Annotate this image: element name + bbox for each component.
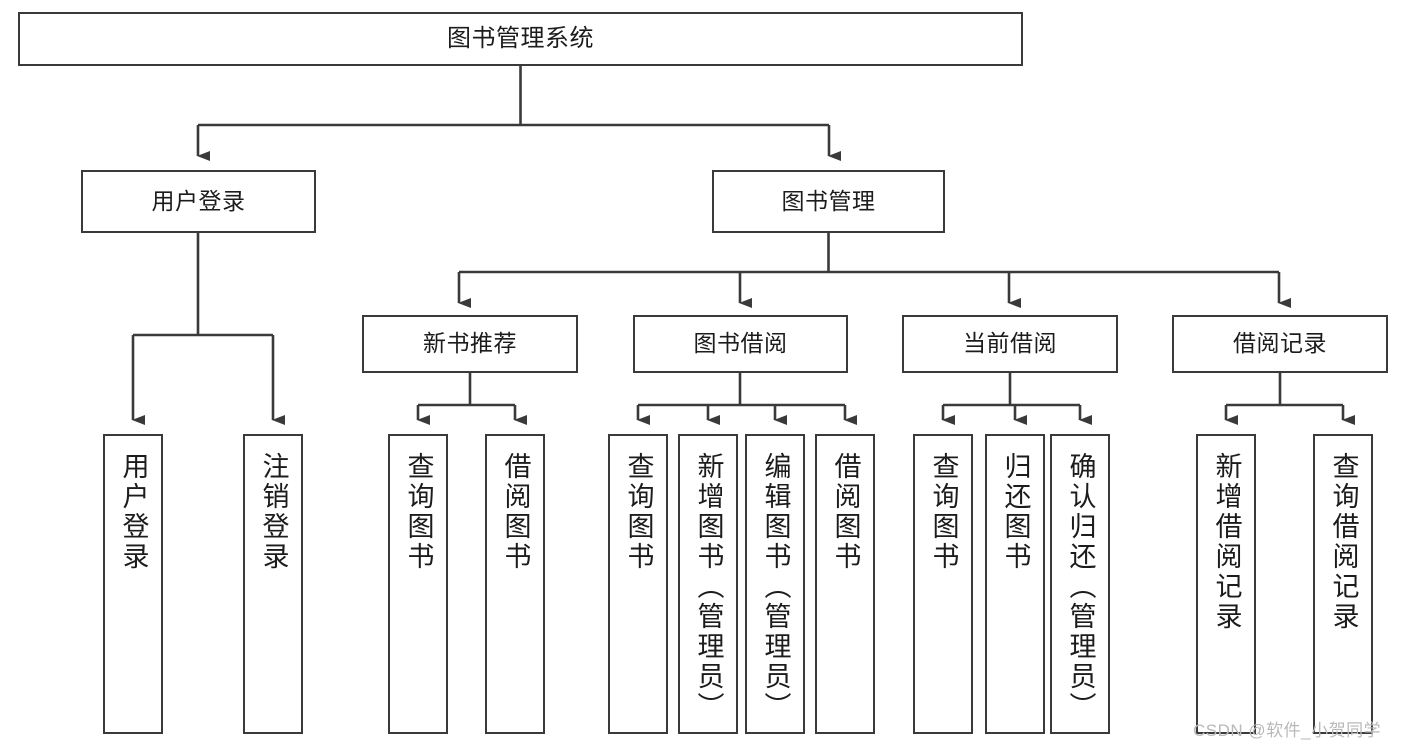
leaf-edit-book-admin[interactable]: 编辑图书（管理员） <box>745 434 805 734</box>
node-label: 注销登录 <box>258 452 289 572</box>
leaf-query-book-current[interactable]: 查询图书 <box>913 434 973 734</box>
leaf-logout[interactable]: 注销登录 <box>243 434 303 734</box>
leaf-borrow-book-recommendation[interactable]: 借阅图书 <box>485 434 545 734</box>
node-root-system[interactable]: 图书管理系统 <box>18 12 1023 66</box>
node-book-borrowing[interactable]: 图书借阅 <box>633 315 848 373</box>
node-label: 查询图书 <box>403 452 434 572</box>
leaf-query-borrow-record[interactable]: 查询借阅记录 <box>1313 434 1373 734</box>
node-label: 确认归还（管理员） <box>1065 452 1096 722</box>
node-label: 图书管理 <box>781 187 876 214</box>
leaf-confirm-return-admin[interactable]: 确认归还（管理员） <box>1050 434 1110 734</box>
csdn-watermark: CSDN @软件_小贺同学 <box>1193 721 1382 740</box>
node-label: 归还图书 <box>1000 452 1031 572</box>
leaf-add-book-admin[interactable]: 新增图书（管理员） <box>678 434 738 734</box>
node-label: 用户登录 <box>118 452 149 572</box>
node-label: 图书借阅 <box>693 330 788 357</box>
node-label: 新书推荐 <box>423 330 517 357</box>
node-label: 编辑图书（管理员） <box>760 452 791 722</box>
node-label: 查询图书 <box>623 452 654 572</box>
node-label: 用户登录 <box>151 187 246 214</box>
node-label: 查询图书 <box>928 452 959 572</box>
node-label: 借阅记录 <box>1233 330 1327 357</box>
node-label: 新增图书（管理员） <box>693 452 724 722</box>
node-label: 图书管理系统 <box>447 24 594 52</box>
node-book-management[interactable]: 图书管理 <box>712 170 945 233</box>
node-borrow-records[interactable]: 借阅记录 <box>1172 315 1388 373</box>
leaf-user-login[interactable]: 用户登录 <box>103 434 163 734</box>
leaf-return-book[interactable]: 归还图书 <box>985 434 1045 734</box>
node-label: 新增借阅记录 <box>1211 452 1242 632</box>
node-label: 借阅图书 <box>500 452 531 572</box>
node-user-login[interactable]: 用户登录 <box>81 170 316 233</box>
leaf-borrow-book[interactable]: 借阅图书 <box>815 434 875 734</box>
leaf-query-book-recommendation[interactable]: 查询图书 <box>388 434 448 734</box>
leaf-add-borrow-record[interactable]: 新增借阅记录 <box>1196 434 1256 734</box>
node-label: 借阅图书 <box>830 452 861 572</box>
node-new-book-recommendation[interactable]: 新书推荐 <box>362 315 578 373</box>
node-current-borrowing[interactable]: 当前借阅 <box>902 315 1118 373</box>
leaf-query-book-borrowing[interactable]: 查询图书 <box>608 434 668 734</box>
node-label: 查询借阅记录 <box>1328 452 1359 632</box>
node-label: 当前借阅 <box>963 330 1057 357</box>
